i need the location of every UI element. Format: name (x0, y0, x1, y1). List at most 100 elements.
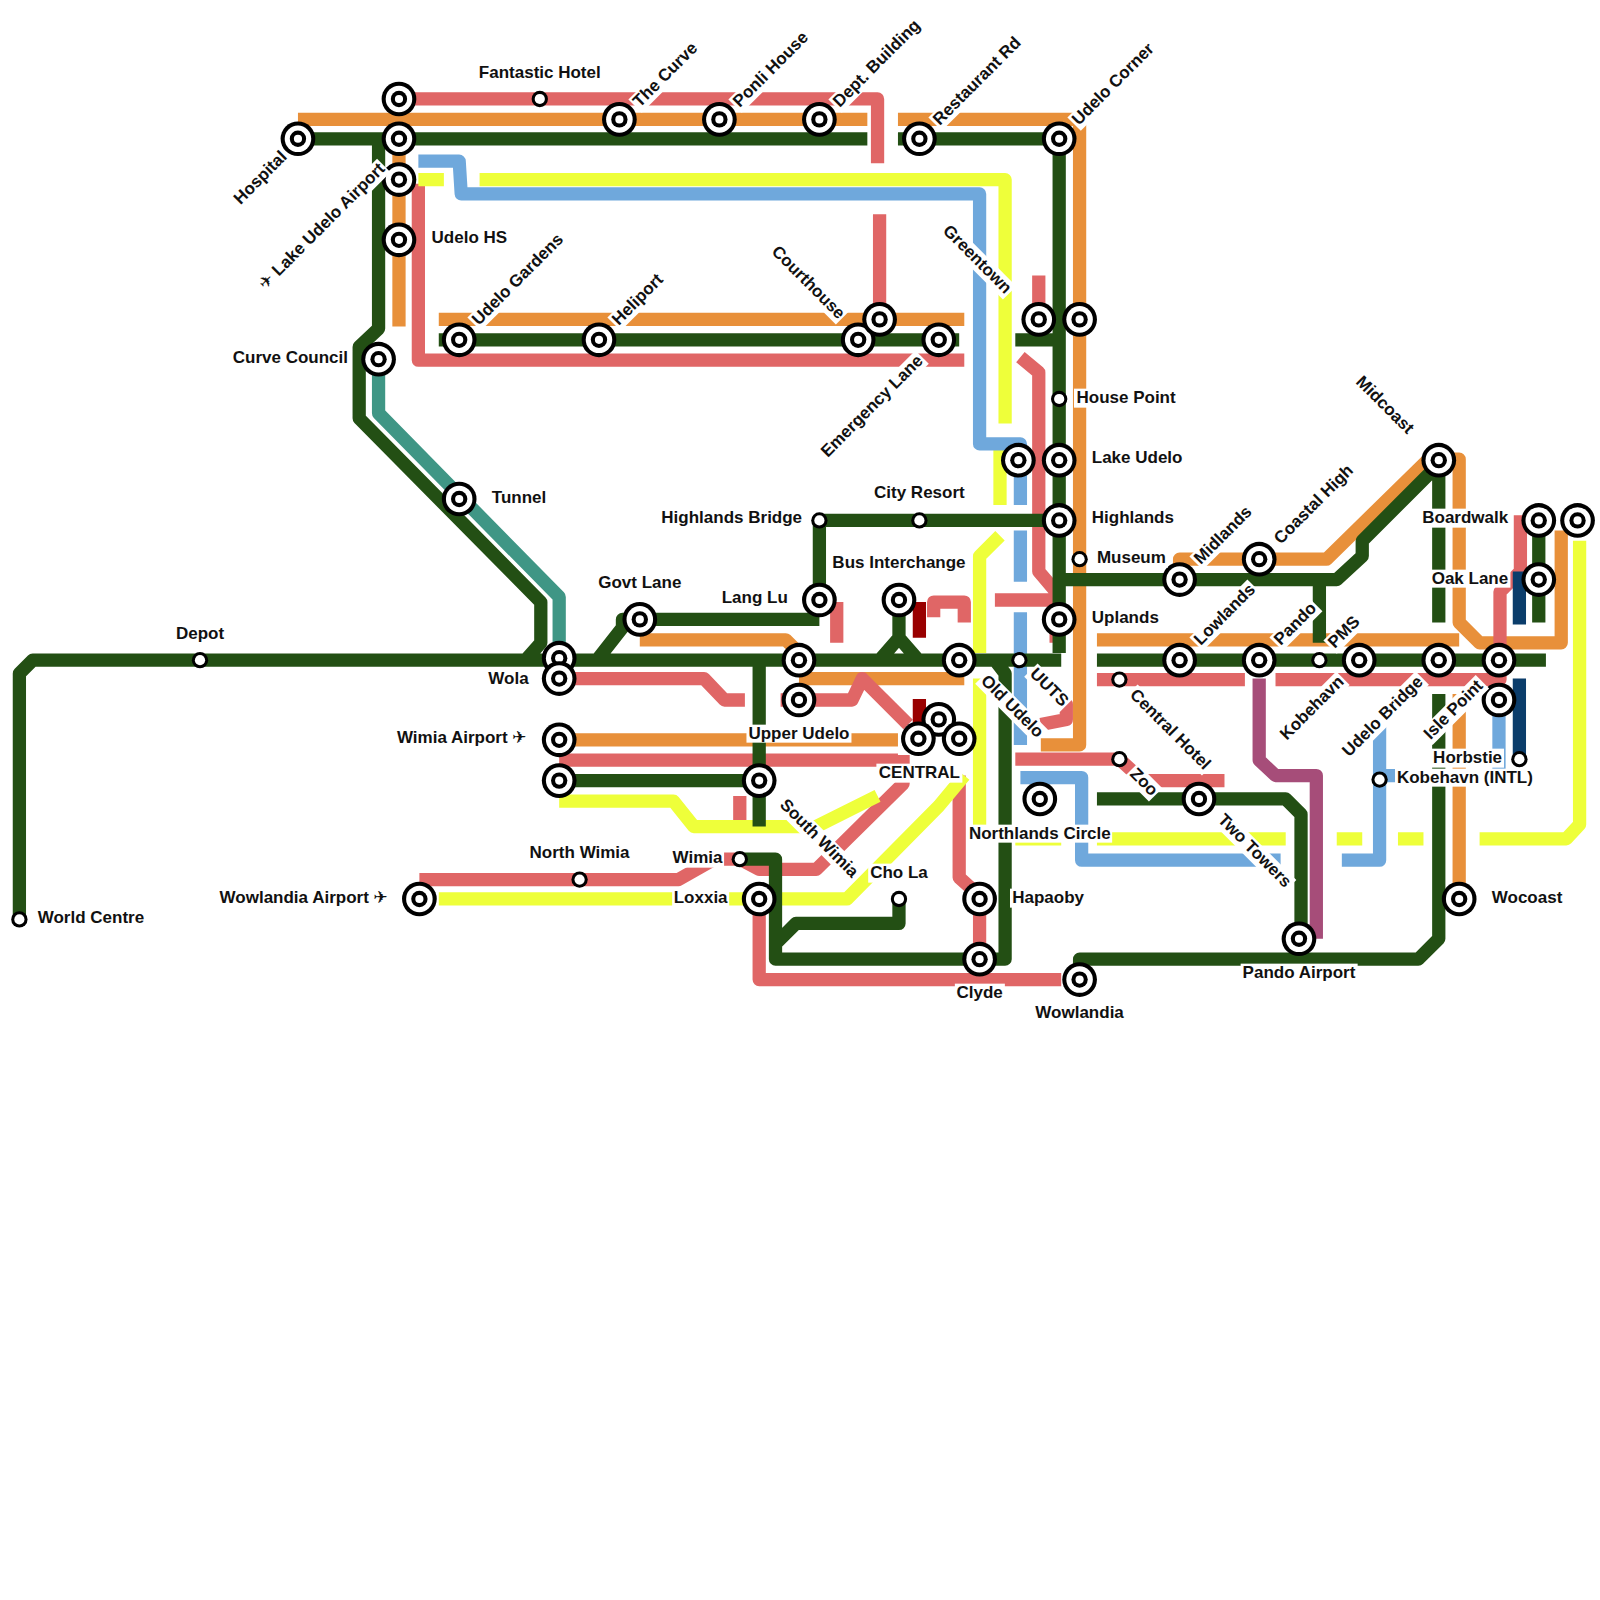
station-name: Museum (1095, 549, 1168, 568)
station-name: Kobehavn (INTL) (1395, 768, 1535, 787)
station-dot (911, 512, 927, 528)
station-dot (1111, 671, 1127, 687)
station-dot (192, 652, 208, 668)
station-name: Lang Lu (720, 589, 790, 608)
interchange-marker (902, 121, 937, 156)
station-name: Hapaoby (1010, 889, 1086, 908)
red-line (399, 99, 1520, 980)
station-name: Highlands (1090, 509, 1176, 528)
station-name: House Point (1074, 389, 1177, 408)
teal-line (379, 367, 560, 653)
station-dot (1371, 771, 1387, 787)
interchange-marker (402, 882, 437, 917)
station-name: Clyde (954, 984, 1004, 1003)
station-name: Highlands Bridge (659, 509, 804, 528)
station-name: World Centre (36, 909, 146, 928)
interchange-marker (882, 583, 917, 618)
interchange-marker (1421, 443, 1456, 478)
interchange-marker (542, 661, 577, 696)
station-dot (1071, 551, 1087, 567)
station-name: Upper Udelo (746, 724, 851, 743)
interchange-marker (1482, 643, 1517, 678)
station-name: Boardwalk (1420, 509, 1510, 528)
station-name: Zoo (1124, 764, 1162, 802)
interchange-marker (1282, 921, 1317, 956)
interchange-marker (962, 882, 997, 917)
station-name: Udelo Bridge (1338, 671, 1429, 762)
station-name: Wimia (671, 849, 725, 868)
station-name: City Resort (872, 484, 967, 503)
station-name: Lowlands (1189, 579, 1260, 650)
interchange-marker (782, 643, 817, 678)
orange-line (298, 119, 1561, 899)
station-name: Lake Udelo (1090, 449, 1185, 468)
station-dot (532, 91, 548, 107)
interchange-marker (281, 121, 316, 156)
blue-line (418, 161, 1499, 860)
interchange-marker (361, 342, 396, 377)
station-name: Govt Lane (596, 573, 683, 592)
station-dot (1011, 652, 1027, 668)
station-name: Wowlandia Airport ✈ (218, 889, 390, 908)
station-name: Curve Council (231, 349, 350, 368)
interchange-marker (382, 82, 417, 117)
interchange-marker (782, 683, 817, 718)
interchange-marker (1042, 503, 1077, 538)
station-name: Midlands (1189, 502, 1257, 570)
station-name: Pando Airport (1241, 964, 1358, 983)
interchange-marker (942, 643, 977, 678)
interchange-marker (921, 322, 956, 357)
interchange-marker (1560, 503, 1595, 538)
interchange-marker (742, 882, 777, 917)
station-dot (891, 891, 907, 907)
station-name: Wola (486, 669, 530, 688)
station-name: Two Towers (1213, 810, 1297, 894)
interchange-marker (382, 222, 417, 257)
station-name: South Wimia (774, 794, 863, 883)
station-name: Coastal High (1269, 460, 1359, 550)
station-name: ✈ Lake Udelo Airport (254, 159, 391, 296)
station-name: Isle Point (1419, 675, 1488, 744)
station-dot (811, 512, 827, 528)
station-name: Kobehavn (1275, 671, 1349, 745)
station-name: Horbstie (1431, 749, 1504, 768)
interchange-marker (802, 583, 837, 618)
station-name: Heliport (608, 270, 669, 331)
interchange-marker (942, 721, 977, 756)
station-name: Wowlandia (1033, 1004, 1125, 1023)
station-name: Depot (174, 624, 226, 643)
interchange-marker (702, 102, 737, 137)
station-name: Central Hotel (1124, 684, 1215, 775)
station-name: Courthouse (766, 241, 849, 324)
interchange-marker (1022, 782, 1057, 817)
interchange-marker (442, 322, 477, 357)
interchange-marker (1021, 302, 1056, 337)
interchange-marker (542, 722, 577, 757)
interchange-marker (962, 942, 997, 977)
station-name: UUTS (1024, 664, 1073, 713)
interchange-marker (742, 763, 777, 798)
station-dot (732, 851, 748, 867)
station-name: PMS (1323, 611, 1365, 653)
interchange-marker (862, 302, 897, 337)
station-name: Ponli House (728, 27, 814, 113)
station-name: Loxxia (672, 889, 730, 908)
station-name: Tunnel (490, 489, 548, 508)
interchange-marker (901, 721, 936, 756)
station-name: Restaurant Rd (928, 33, 1026, 131)
station-name: Udelo HS (430, 228, 510, 247)
interchange-marker (1001, 443, 1036, 478)
station-dot (11, 911, 27, 927)
station-dot (1511, 751, 1527, 767)
station-name: The Curve (628, 38, 703, 113)
station-name: Wimia Airport ✈ (395, 728, 529, 747)
green-line (19, 139, 1546, 980)
station-dot (1051, 391, 1067, 407)
interchange-marker (1042, 121, 1077, 156)
station-name: CENTRAL (877, 764, 962, 783)
station-name: Northlands Circle (967, 824, 1113, 843)
interchange-marker (1442, 882, 1477, 917)
interchange-marker (1182, 782, 1217, 817)
